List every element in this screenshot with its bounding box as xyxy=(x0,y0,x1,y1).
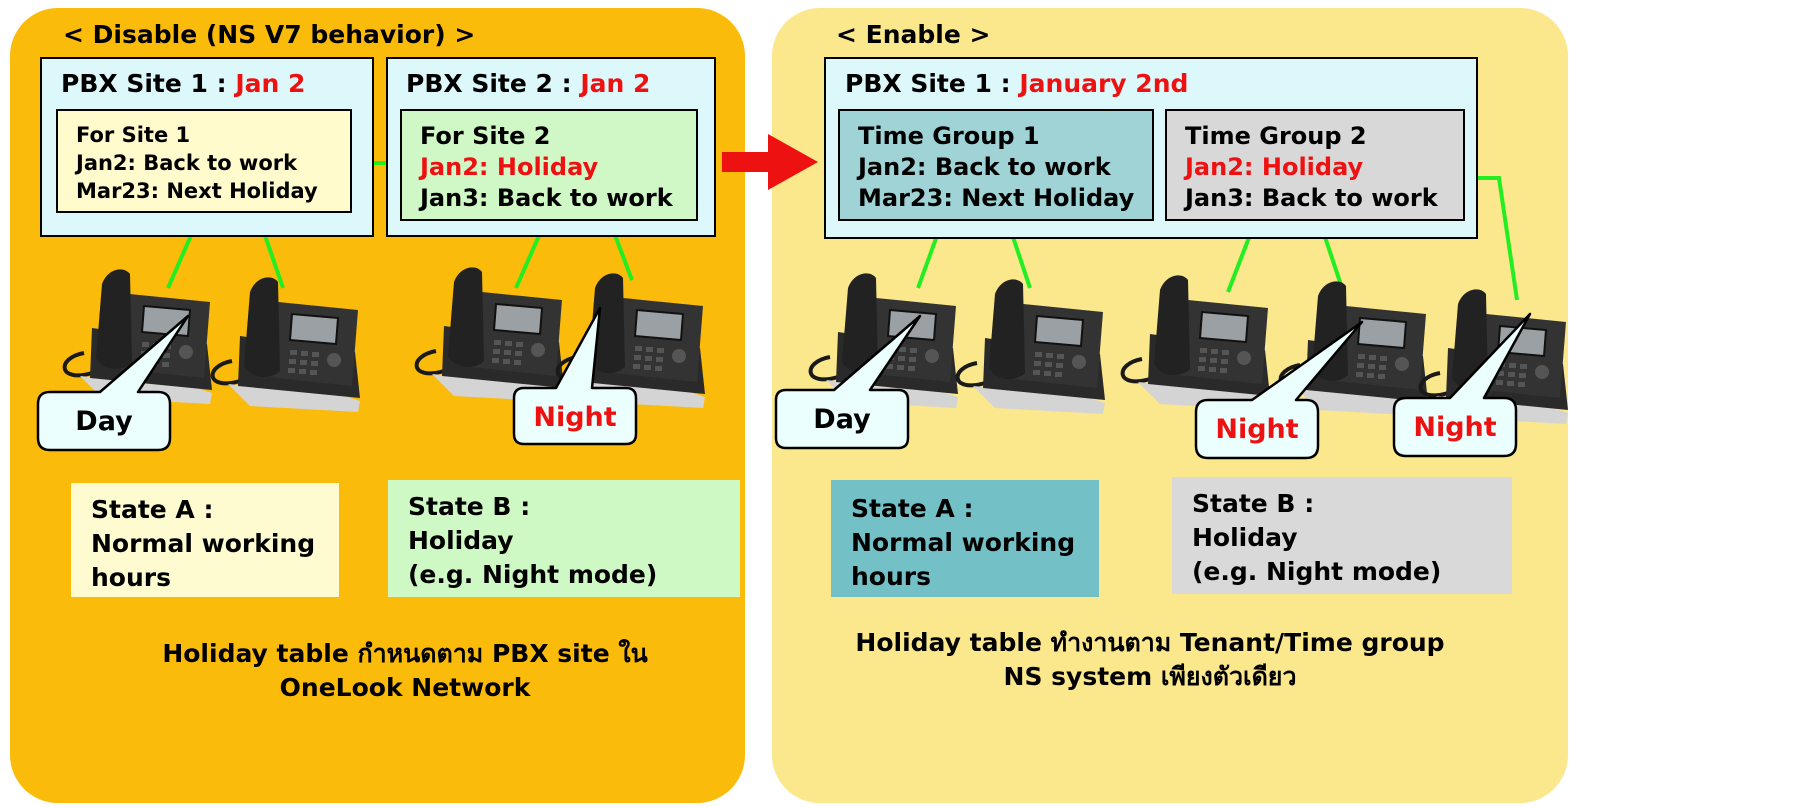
time-group-2-table: Time Group 2 Jan2: Holiday Jan3: Back to… xyxy=(1165,109,1465,221)
desk-phone-icon xyxy=(955,277,1107,416)
site-2-table-row: Jan3: Back to work xyxy=(420,184,673,212)
pbx-site-1-header: PBX Site 1 : Jan 2 xyxy=(61,69,305,98)
enable-pbx-site-1-label: PBX Site 1 : xyxy=(845,69,1020,98)
desk-phone-icon xyxy=(414,265,566,404)
disable-title: < Disable (NS V7 behavior) > xyxy=(63,20,476,49)
time-group-1-title: Time Group 1 xyxy=(858,122,1040,150)
enable-pbx-site-1-date: January 2nd xyxy=(1019,69,1189,98)
state-b-box: State B : Holiday (e.g. Night mode) xyxy=(388,480,740,597)
night-label: Night xyxy=(1413,412,1497,443)
pbx-site-2-date: Jan 2 xyxy=(580,69,651,98)
site-2-table-holiday: Jan2: Holiday xyxy=(420,153,599,181)
site-2-table-title: For Site 2 xyxy=(420,122,551,150)
day-label: Day xyxy=(75,406,133,437)
enable-footer-line: NS system เพียงตัวเดียว xyxy=(1003,662,1297,691)
disable-footer: Holiday table กำหนดตาม PBX site ใน OneLo… xyxy=(10,637,800,705)
pbx-site-1-label: PBX Site 1 : xyxy=(61,69,236,98)
pbx-site-1-date: Jan 2 xyxy=(235,69,306,98)
speech-bubble-icon xyxy=(512,306,638,446)
time-group-1-table: Time Group 1 Jan2: Back to work Mar23: N… xyxy=(838,109,1154,221)
pbx-site-2-label: PBX Site 2 : xyxy=(406,69,581,98)
state-a-title: State A : xyxy=(91,495,214,524)
state-a-line: Normal working xyxy=(851,528,1076,557)
site-1-table-row: Mar23: Next Holiday xyxy=(76,179,318,203)
site-2-holiday-table: For Site 2 Jan2: Holiday Jan3: Back to w… xyxy=(400,109,698,221)
state-b-title: State B : xyxy=(1192,489,1315,518)
site-1-table-title: For Site 1 xyxy=(76,123,191,147)
enable-pbx-site-1-header: PBX Site 1 : January 2nd xyxy=(845,69,1188,98)
pbx-site-2-header: PBX Site 2 : Jan 2 xyxy=(406,69,650,98)
time-group-2-holiday: Jan2: Holiday xyxy=(1185,153,1364,181)
speech-bubble-icon xyxy=(1194,320,1364,460)
state-a-line: Normal working xyxy=(91,529,316,558)
state-a-box: State A : Normal working hours xyxy=(71,483,339,597)
night-label: Night xyxy=(533,402,617,433)
state-a-box: State A : Normal working hours xyxy=(831,480,1099,597)
disable-footer-line: Holiday table กำหนดตาม PBX site ใน xyxy=(162,639,648,668)
state-a-line: hours xyxy=(91,563,171,592)
site-1-holiday-table: For Site 1 Jan2: Back to work Mar23: Nex… xyxy=(56,109,352,213)
state-a-title: State A : xyxy=(851,494,974,523)
desk-phone-icon xyxy=(1120,273,1272,412)
enable-footer: Holiday table ทำงานตาม Tenant/Time group… xyxy=(800,626,1500,694)
enable-footer-line: Holiday table ทำงานตาม Tenant/Time group xyxy=(855,628,1445,657)
disable-footer-line: OneLook Network xyxy=(279,673,531,702)
state-b-line: Holiday xyxy=(1192,523,1298,552)
desk-phone-icon xyxy=(1278,279,1430,418)
state-b-title: State B : xyxy=(408,492,531,521)
time-group-1-row: Jan2: Back to work xyxy=(858,153,1111,181)
enable-title: < Enable > xyxy=(836,20,991,49)
site-1-table-row: Jan2: Back to work xyxy=(76,151,298,175)
speech-bubble-icon xyxy=(774,314,922,450)
time-group-1-row: Mar23: Next Holiday xyxy=(858,184,1135,212)
speech-bubble-icon xyxy=(36,314,190,452)
right-arrow-icon xyxy=(722,134,818,190)
time-group-2-title: Time Group 2 xyxy=(1185,122,1367,150)
state-b-line: Holiday xyxy=(408,526,514,555)
state-b-line: (e.g. Night mode) xyxy=(408,560,658,589)
day-label: Day xyxy=(813,404,871,435)
state-a-line: hours xyxy=(851,562,931,591)
desk-phone-icon xyxy=(808,271,960,410)
time-group-2-row: Jan3: Back to work xyxy=(1185,184,1438,212)
night-label: Night xyxy=(1215,414,1299,445)
desk-phone-icon xyxy=(210,275,362,414)
speech-bubble-icon xyxy=(1392,312,1532,458)
state-b-line: (e.g. Night mode) xyxy=(1192,557,1442,586)
state-b-box: State B : Holiday (e.g. Night mode) xyxy=(1172,477,1512,594)
